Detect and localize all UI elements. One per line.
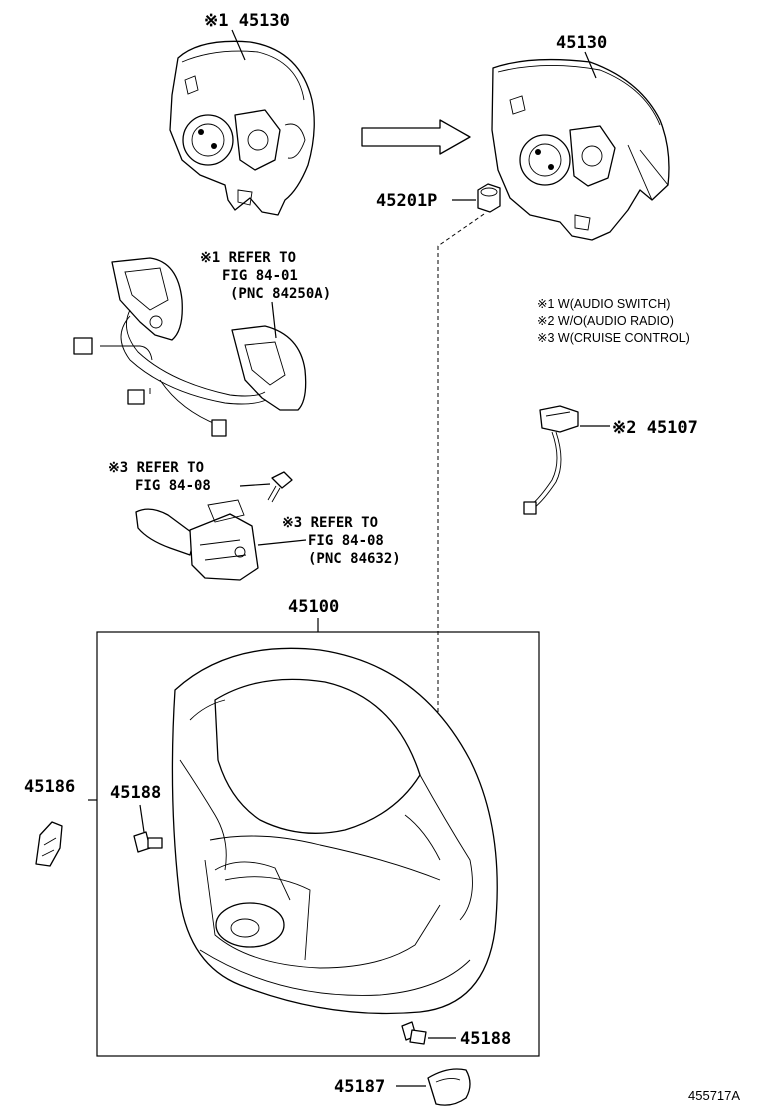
lower-cover-drawing bbox=[427, 1068, 471, 1106]
bolt-bottom-drawing bbox=[401, 1021, 427, 1045]
ref-note-3b-line3: (PNC 84632) bbox=[308, 551, 401, 567]
direction-arrow-icon bbox=[361, 119, 471, 155]
cruise-switch-drawing bbox=[135, 499, 259, 581]
assembly-dashed-line bbox=[339, 213, 485, 839]
note-3: ※3 W(CRUISE CONTROL) bbox=[537, 331, 690, 345]
figure-code: 455717A bbox=[688, 1088, 740, 1103]
nut-drawing bbox=[477, 183, 501, 213]
part-number-45188-left: 45188 bbox=[110, 783, 161, 803]
ref-note-3b-line1: ※3 REFER TO bbox=[282, 515, 378, 531]
part-number-45100: 45100 bbox=[288, 597, 339, 617]
airbag-right-drawing bbox=[491, 58, 670, 241]
leader-line bbox=[231, 29, 246, 61]
leader-line bbox=[257, 539, 307, 546]
leader-line bbox=[139, 804, 145, 833]
ref-note-1-line2: FIG 84-01 bbox=[222, 268, 298, 284]
leader-line bbox=[584, 51, 597, 79]
note-2: ※2 W/O(AUDIO RADIO) bbox=[537, 314, 674, 328]
side-cover-drawing bbox=[35, 821, 63, 867]
ref-note-1-line3: (PNC 84250A) bbox=[230, 286, 331, 302]
ref-note-3b-line2: FIG 84-08 bbox=[308, 533, 384, 549]
screw-drawing bbox=[267, 471, 293, 503]
harness-drawing bbox=[523, 405, 579, 515]
leader-line bbox=[271, 301, 277, 339]
ref-note-1-line1: ※1 REFER TO bbox=[200, 250, 296, 266]
part-number-45186: 45186 bbox=[24, 777, 75, 797]
part-number-45130-left: ※1 45130 bbox=[204, 11, 290, 31]
audio-switch-drawing bbox=[73, 257, 307, 437]
ref-note-3a-line1: ※3 REFER TO bbox=[108, 460, 204, 476]
airbag-left-drawing bbox=[169, 40, 315, 216]
part-number-45201p: 45201P bbox=[376, 191, 437, 211]
part-number-45187: 45187 bbox=[334, 1077, 385, 1097]
note-1: ※1 W(AUDIO SWITCH) bbox=[537, 297, 670, 311]
bolt-left-drawing bbox=[133, 831, 163, 853]
ref-note-3a-line2: FIG 84-08 bbox=[135, 478, 211, 494]
assembly-frame bbox=[96, 631, 540, 1057]
part-number-45130-right: 45130 bbox=[556, 33, 607, 53]
steering-wheel-drawing bbox=[171, 647, 498, 1015]
part-number-45107: ※2 45107 bbox=[612, 418, 698, 438]
part-number-45188-bottom: 45188 bbox=[460, 1029, 511, 1049]
leader-line bbox=[239, 483, 271, 487]
